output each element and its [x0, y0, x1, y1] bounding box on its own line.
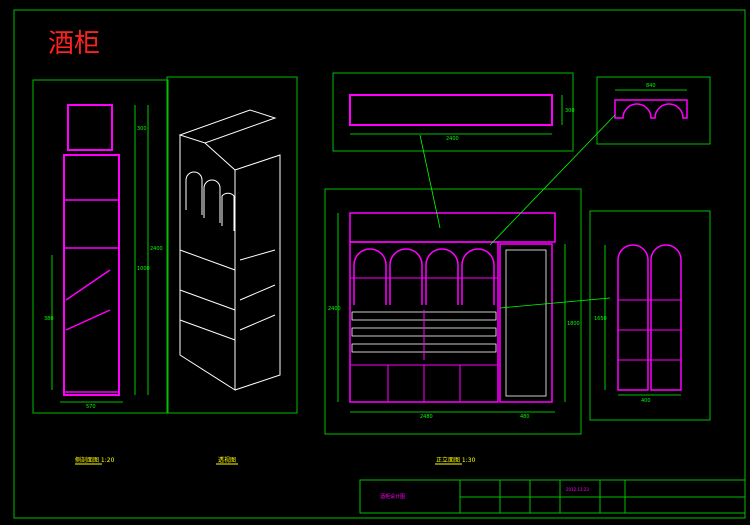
perspective-view: 透视图	[166, 76, 298, 465]
side-detail-frame	[589, 210, 711, 421]
side-top-box	[67, 104, 113, 151]
leader-line	[499, 297, 611, 309]
arch-detail-frame	[596, 76, 711, 145]
front-dim-height: 2400	[328, 306, 341, 312]
title-block: 酒柜设计图 2012.11.23	[359, 479, 746, 514]
persp-side-shelf	[239, 284, 276, 301]
top-panel	[349, 94, 553, 126]
side-cabinet-body	[63, 154, 120, 396]
side-detail-arch	[650, 244, 682, 391]
perspective-frame	[166, 76, 298, 414]
persp-arch	[221, 192, 235, 231]
persp-shelf	[179, 319, 236, 341]
top-detail-frame	[332, 72, 574, 152]
leader-line	[489, 114, 616, 246]
front-dim-door: 480	[520, 414, 530, 420]
persp-arch	[203, 179, 221, 223]
side-section-frame	[32, 79, 169, 414]
side-dim-height: 2400	[150, 246, 163, 252]
persp-arch	[185, 171, 203, 215]
side-dim-width: 570	[86, 404, 96, 410]
front-bottle-racks	[351, 310, 497, 360]
perspective-caption: 透视图	[218, 456, 236, 464]
arch-profile	[614, 99, 688, 119]
front-elevation-frame	[324, 188, 582, 435]
front-arch	[353, 248, 387, 305]
persp-side-shelf	[239, 314, 276, 331]
front-arch	[389, 248, 423, 305]
side-detail-view: 400 1650	[589, 210, 711, 421]
front-dim-door-height: 1800	[567, 321, 580, 327]
front-elevation-caption: 正立面图 1:30	[436, 456, 476, 464]
persp-top	[178, 109, 277, 144]
side-bottle-rack	[65, 309, 111, 331]
front-arch	[461, 248, 495, 305]
drawing-title: 酒柜	[48, 29, 100, 59]
persp-shelf	[179, 249, 236, 271]
title-block-date: 2012.11.23	[566, 487, 589, 492]
front-glass-inner	[505, 249, 547, 397]
persp-body-right	[234, 154, 281, 391]
top-dim-height: 300	[565, 108, 575, 114]
side-section-view: 570 2400 1000 300 380 侧剖面图 1:20	[32, 79, 169, 465]
side-bottle-rack	[65, 269, 111, 301]
leader-line	[419, 134, 441, 229]
side-detail-dim-height: 1650	[594, 316, 607, 322]
persp-side-shelf	[239, 249, 276, 261]
front-arch	[425, 248, 459, 305]
side-section-caption: 侧剖面图 1:20	[75, 456, 115, 464]
top-detail-view: 2400 300	[332, 72, 575, 152]
side-dim-lower: 380	[44, 316, 54, 322]
front-dim-width: 2480	[420, 414, 433, 420]
side-dim-top: 300	[137, 126, 147, 132]
title-block-project: 酒柜设计图	[380, 493, 405, 500]
side-dim-sub: 1000	[137, 266, 150, 272]
arch-detail-view: 840	[596, 76, 711, 145]
top-dim-width: 2400	[446, 136, 459, 142]
persp-shelf	[179, 289, 236, 311]
front-glass-door	[499, 243, 553, 403]
front-elevation-view: 2480 480 2400 1800 正立面图 1:30	[324, 188, 582, 465]
sheet-frame	[13, 9, 746, 519]
side-detail-arch	[617, 244, 649, 391]
side-detail-dim-width: 400	[641, 398, 651, 404]
arch-dim-width: 840	[646, 83, 656, 89]
